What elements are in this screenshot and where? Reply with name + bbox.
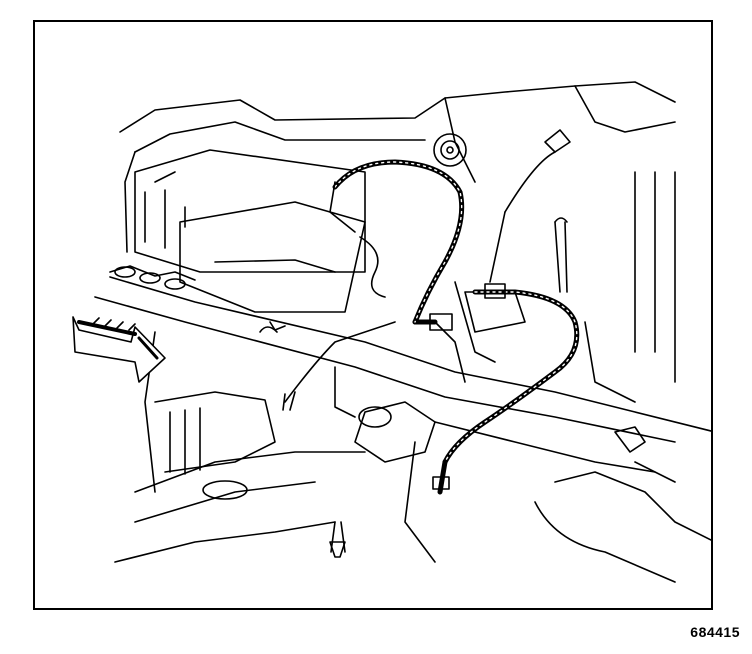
figure-reference-number: 684415 <box>690 624 740 640</box>
cowl-panel <box>119 81 676 383</box>
grommet-upper <box>433 133 467 167</box>
sheet-metal-details <box>109 265 346 558</box>
engine-compartment-line-drawing <box>72 81 711 583</box>
branch-wires <box>282 129 571 490</box>
wiring-harness <box>332 159 580 495</box>
view-direction-arrow-icon <box>72 316 166 383</box>
harness-wrap-texture <box>334 161 578 463</box>
module-tray <box>134 149 366 313</box>
cross-member <box>94 276 711 563</box>
lower-left-support <box>114 391 366 563</box>
illustration-frame <box>33 20 713 610</box>
